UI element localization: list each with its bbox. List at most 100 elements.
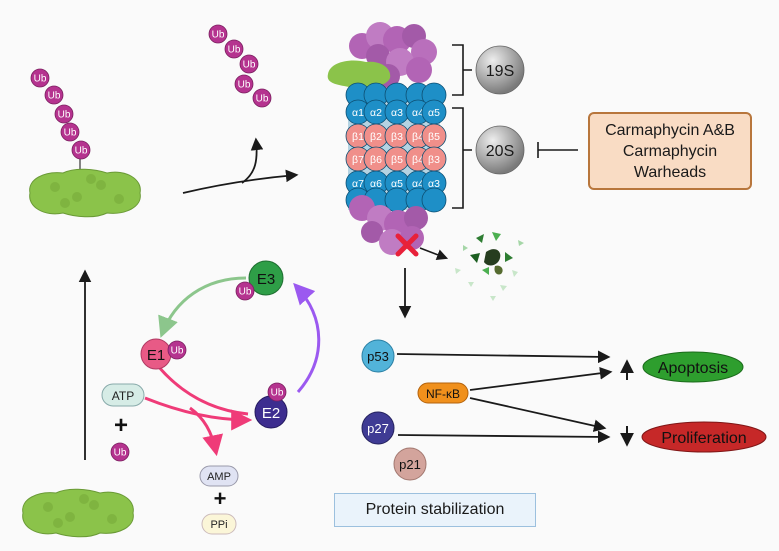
svg-text:Ub: Ub [271, 388, 284, 399]
beta-ring-bottom: β7 β6 β5 β4 β3 [345, 146, 447, 172]
p53-protein: p53 [361, 339, 395, 373]
proteasome-19s-cap [327, 22, 437, 88]
bracket-20s [452, 107, 472, 209]
svg-text:Ub: Ub [34, 74, 47, 85]
apoptosis-label: Apoptosis [658, 360, 728, 377]
p21-protein: p21 [393, 447, 427, 481]
alpha-ring-bottom-subunit-label: α3 [428, 178, 440, 190]
alpha-ring-top-subunit-label: α3 [391, 107, 403, 119]
e1-label: E1 [147, 347, 165, 364]
beta-ring-bottom-subunit-label: β4 [412, 154, 424, 166]
20s-label: 20S [486, 143, 514, 160]
svg-text:Ub: Ub [212, 30, 225, 41]
ubiquitin-icon: Ub [235, 281, 255, 301]
beta-ring-top-subunit-label: β5 [428, 131, 440, 143]
svg-text:Ub: Ub [171, 346, 184, 357]
arrow-ub-release [241, 137, 264, 184]
beta-ring-top-subunit-label: β3 [391, 131, 403, 143]
e2-enzyme: E2 Ub [254, 382, 288, 429]
ubiquitin-icon: Ub [54, 104, 74, 124]
alpha-ring-bottom-back-subunit [421, 187, 447, 213]
released-ub-chain: Ub Ub Ub Ub Ub [208, 24, 272, 108]
ubiquitinated-substrate: Ub Ub Ub Ub Ub [29, 68, 141, 218]
apoptosis-outcome: Apoptosis [642, 351, 744, 383]
ub-chain-left: Ub Ub Ub Ub Ub [30, 68, 91, 160]
ubiquitin-icon: Ub [30, 68, 50, 88]
arrow-e2-to-e3 [293, 282, 321, 393]
ubiquitin-icon: Ub [252, 88, 272, 108]
alpha-ring-top-subunit-label: α2 [370, 107, 382, 119]
ubiquitin-icon: Ub [239, 54, 259, 74]
beta-ring-top-subunit-label: β4 [412, 131, 424, 143]
arrow-atp-to-e2 [144, 396, 253, 431]
alpha-ring-top: α1 α2 α3 α4 α5 [345, 99, 447, 125]
svg-text:Ub: Ub [48, 91, 61, 102]
label-19s: 19S [475, 45, 525, 95]
svg-text:Ub: Ub [228, 45, 241, 56]
svg-text:Ub: Ub [243, 60, 256, 71]
nfkb-label: NF-κB [426, 387, 460, 401]
beta-ring-top-subunit-label: β2 [370, 131, 382, 143]
amp-label: AMP [207, 471, 231, 483]
svg-text:Ub: Ub [239, 287, 252, 298]
alpha-ring-bottom-subunit-label: α5 [391, 178, 403, 190]
alpha-ring-top-back [345, 82, 447, 108]
alpha-ring-top-subunit-label: α4 [412, 107, 424, 119]
ubiquitin-icon: Ub [60, 122, 80, 142]
e1-enzyme: E1 Ub [140, 338, 187, 370]
proliferation-outcome: Proliferation [641, 421, 767, 453]
ppi-pill: PPi [201, 513, 237, 535]
arrow-nfkb-apoptosis [469, 367, 613, 391]
ubiquitin-icon: Ub [44, 85, 64, 105]
beta-ring-bottom-subunit-label: β6 [370, 154, 382, 166]
p27-label: p27 [367, 421, 389, 436]
19s-label: 19S [486, 63, 514, 80]
bracket-19s [452, 44, 472, 96]
arrow-p27-proliferation [397, 430, 611, 444]
proteasome-base [349, 195, 428, 255]
ubiquitin-icon: Ub [234, 74, 254, 94]
proliferation-label: Proliferation [661, 430, 746, 447]
arrow-e1-to-e2 [156, 365, 249, 416]
p53-label: p53 [367, 349, 389, 364]
svg-text:Ub: Ub [238, 80, 251, 91]
substrate-protein [29, 168, 141, 218]
ubiquitin-icon: Ub [208, 24, 228, 44]
arrow-to-peptides [419, 247, 449, 261]
substrate-protein [22, 488, 134, 538]
arrow-to-proteasome [182, 169, 299, 194]
ubiquitin-icon: Ub [110, 442, 130, 462]
amp-pill: AMP [199, 465, 239, 487]
ubiquitin-icon: Ub [167, 340, 187, 360]
alpha-ring-bottom-subunit-label: α7 [352, 178, 364, 190]
e3-label: E3 [257, 271, 275, 288]
alpha-ring-top-subunit-label: α5 [428, 107, 440, 119]
svg-text:Ub: Ub [58, 110, 71, 121]
ubiquitin-icon: Ub [71, 140, 91, 160]
plus-sign: + [214, 486, 227, 511]
e3-enzyme: E3 Ub [235, 260, 284, 301]
svg-text:Ub: Ub [75, 146, 88, 157]
arrow-p53-apoptosis [396, 350, 611, 364]
peptide-fragments [455, 232, 524, 301]
alpha-ring-top-subunit-label: α1 [352, 107, 364, 119]
ppi-label: PPi [210, 519, 227, 531]
p27-protein: p27 [361, 411, 395, 445]
ubiquitin-icon: Ub [224, 39, 244, 59]
inhibition-line [537, 142, 578, 158]
beta-ring-bottom-subunit-label: β7 [352, 154, 364, 166]
svg-text:Ub: Ub [64, 128, 77, 139]
beta-ring-bottom-subunit-label: β3 [428, 154, 440, 166]
atp-pill: ATP [101, 383, 145, 407]
alpha-ring-bottom-subunit-label: α4 [412, 178, 424, 190]
svg-text:Ub: Ub [114, 448, 127, 459]
nfkb-protein: NF-κB [417, 382, 469, 404]
p21-label: p21 [399, 457, 421, 472]
e2-label: E2 [262, 405, 280, 422]
inhibitor-line-2: Carmaphycin [622, 142, 718, 160]
beta-ring-bottom-subunit-label: β5 [391, 154, 403, 166]
inhibitor-line-3: Warheads [633, 163, 707, 181]
